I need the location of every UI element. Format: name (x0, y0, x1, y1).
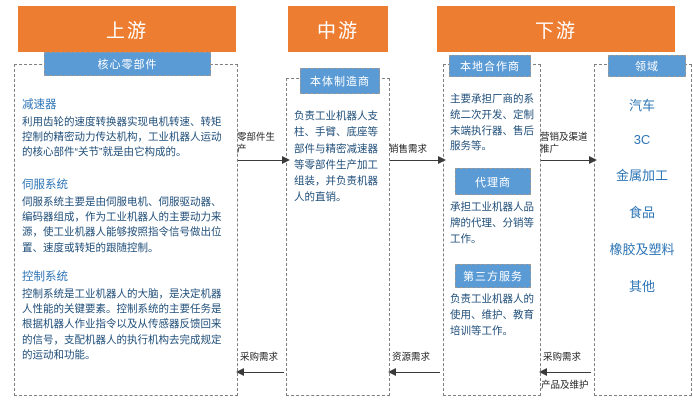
header-midstream: 中游 (288, 6, 388, 52)
arrow-left-icon (236, 368, 244, 376)
arrow-label-resource-demand: 资源需求 (392, 352, 431, 363)
upstream-block-servo-system: 伺服系统 伺服系统主要是由伺服电机、伺服驱动器、编码器组成，作为工业机器人的主要… (22, 176, 228, 256)
chip-field: 领域 (608, 55, 686, 77)
upstream-block-body: 控制系统是工业机器人的大脑，是决定机器人性能的关键要素。控制系统的主要任务是根据… (22, 288, 222, 361)
chip-local-partner: 本地合作商 (449, 55, 531, 77)
arrow-label-sales-demand: 销售需求 (389, 144, 428, 155)
arrow-procurement-demand-line (240, 372, 284, 373)
field-item: 其他 (628, 279, 655, 294)
panel-midstream (286, 78, 390, 396)
panel-downstream (443, 64, 541, 396)
arrow-right-icon (282, 156, 290, 164)
chip-core-parts: 核心零部件 (44, 52, 211, 76)
upstream-block-body: 利用齿轮的速度转换器实现电机转速、转矩控制的精密动力传达机构，工业机器人运动的核… (22, 116, 222, 159)
downstream-third-party-body: 负责工业机器人的使用、维护、教育培训等工作。 (450, 293, 534, 337)
panel-fields (594, 64, 692, 396)
field-item: 汽车 (628, 98, 655, 113)
downstream-agent-body: 承担工业机器人品牌的代理、分销等工作。 (450, 201, 534, 245)
arrow-right-icon (589, 156, 597, 164)
header-downstream: 下游 (437, 6, 675, 52)
arrow-sales-demand-line (390, 160, 440, 161)
arrow-left-icon (388, 368, 396, 376)
panel-upstream (14, 64, 238, 396)
chip-body-manufacturer: 本体制造商 (300, 68, 380, 94)
upstream-block-body: 伺服系统主要是由伺服电机、伺服驱动器、编码器组成，作为工业机器人的主要动力来源，… (22, 196, 222, 254)
arrow-left-icon (539, 368, 547, 376)
arrow-label-product-maintenance: 产品及维护 (541, 380, 589, 391)
header-upstream: 上游 (18, 6, 236, 52)
field-item: 橡胶及塑料 (609, 242, 675, 257)
arrow-label-marketing-channel: 营销及渠道推广 (540, 132, 588, 156)
upstream-block-control-system: 控制系统 控制系统是工业机器人的大脑，是决定机器人性能的关键要素。控制系统的主要… (22, 268, 228, 363)
arrow-label-procurement-demand-2: 采购需求 (543, 352, 582, 363)
field-item: 3C (633, 132, 651, 147)
midstream-body-text: 负责工业机器人支柱、手臂、底座等部件与精密减速器等零部件生产加工组装，并负责机器… (294, 110, 378, 204)
arrow-label-procurement-demand: 采购需求 (240, 352, 279, 363)
chip-agent: 代理商 (455, 168, 531, 195)
arrow-right-icon (438, 156, 446, 164)
upstream-block-title: 减速器 (22, 99, 57, 111)
arrow-parts-production-line (238, 160, 284, 161)
upstream-block-title: 控制系统 (22, 271, 68, 283)
chip-third-party-service: 第三方服务 (455, 264, 531, 288)
downstream-local-partner-body: 主要承担厂商的系统二次开发、定制末端执行器、售后服务等。 (450, 93, 534, 153)
arrow-resource-demand-line (392, 372, 440, 373)
field-item: 金属加工 (615, 168, 668, 183)
upstream-block-reducer: 减速器 利用齿轮的速度转换器实现电机转速、转矩控制的精密动力传达机构，工业机器人… (22, 96, 228, 161)
arrow-marketing-channel-line (541, 160, 591, 161)
upstream-block-title: 伺服系统 (22, 179, 68, 191)
field-item: 食品 (628, 205, 655, 220)
arrow-label-parts-production: 零部件生产 (237, 132, 276, 156)
field-list: 汽车 3C 金属加工 食品 橡胶及塑料 其他 (596, 86, 688, 304)
arrow-procurement-product-line (543, 372, 591, 373)
